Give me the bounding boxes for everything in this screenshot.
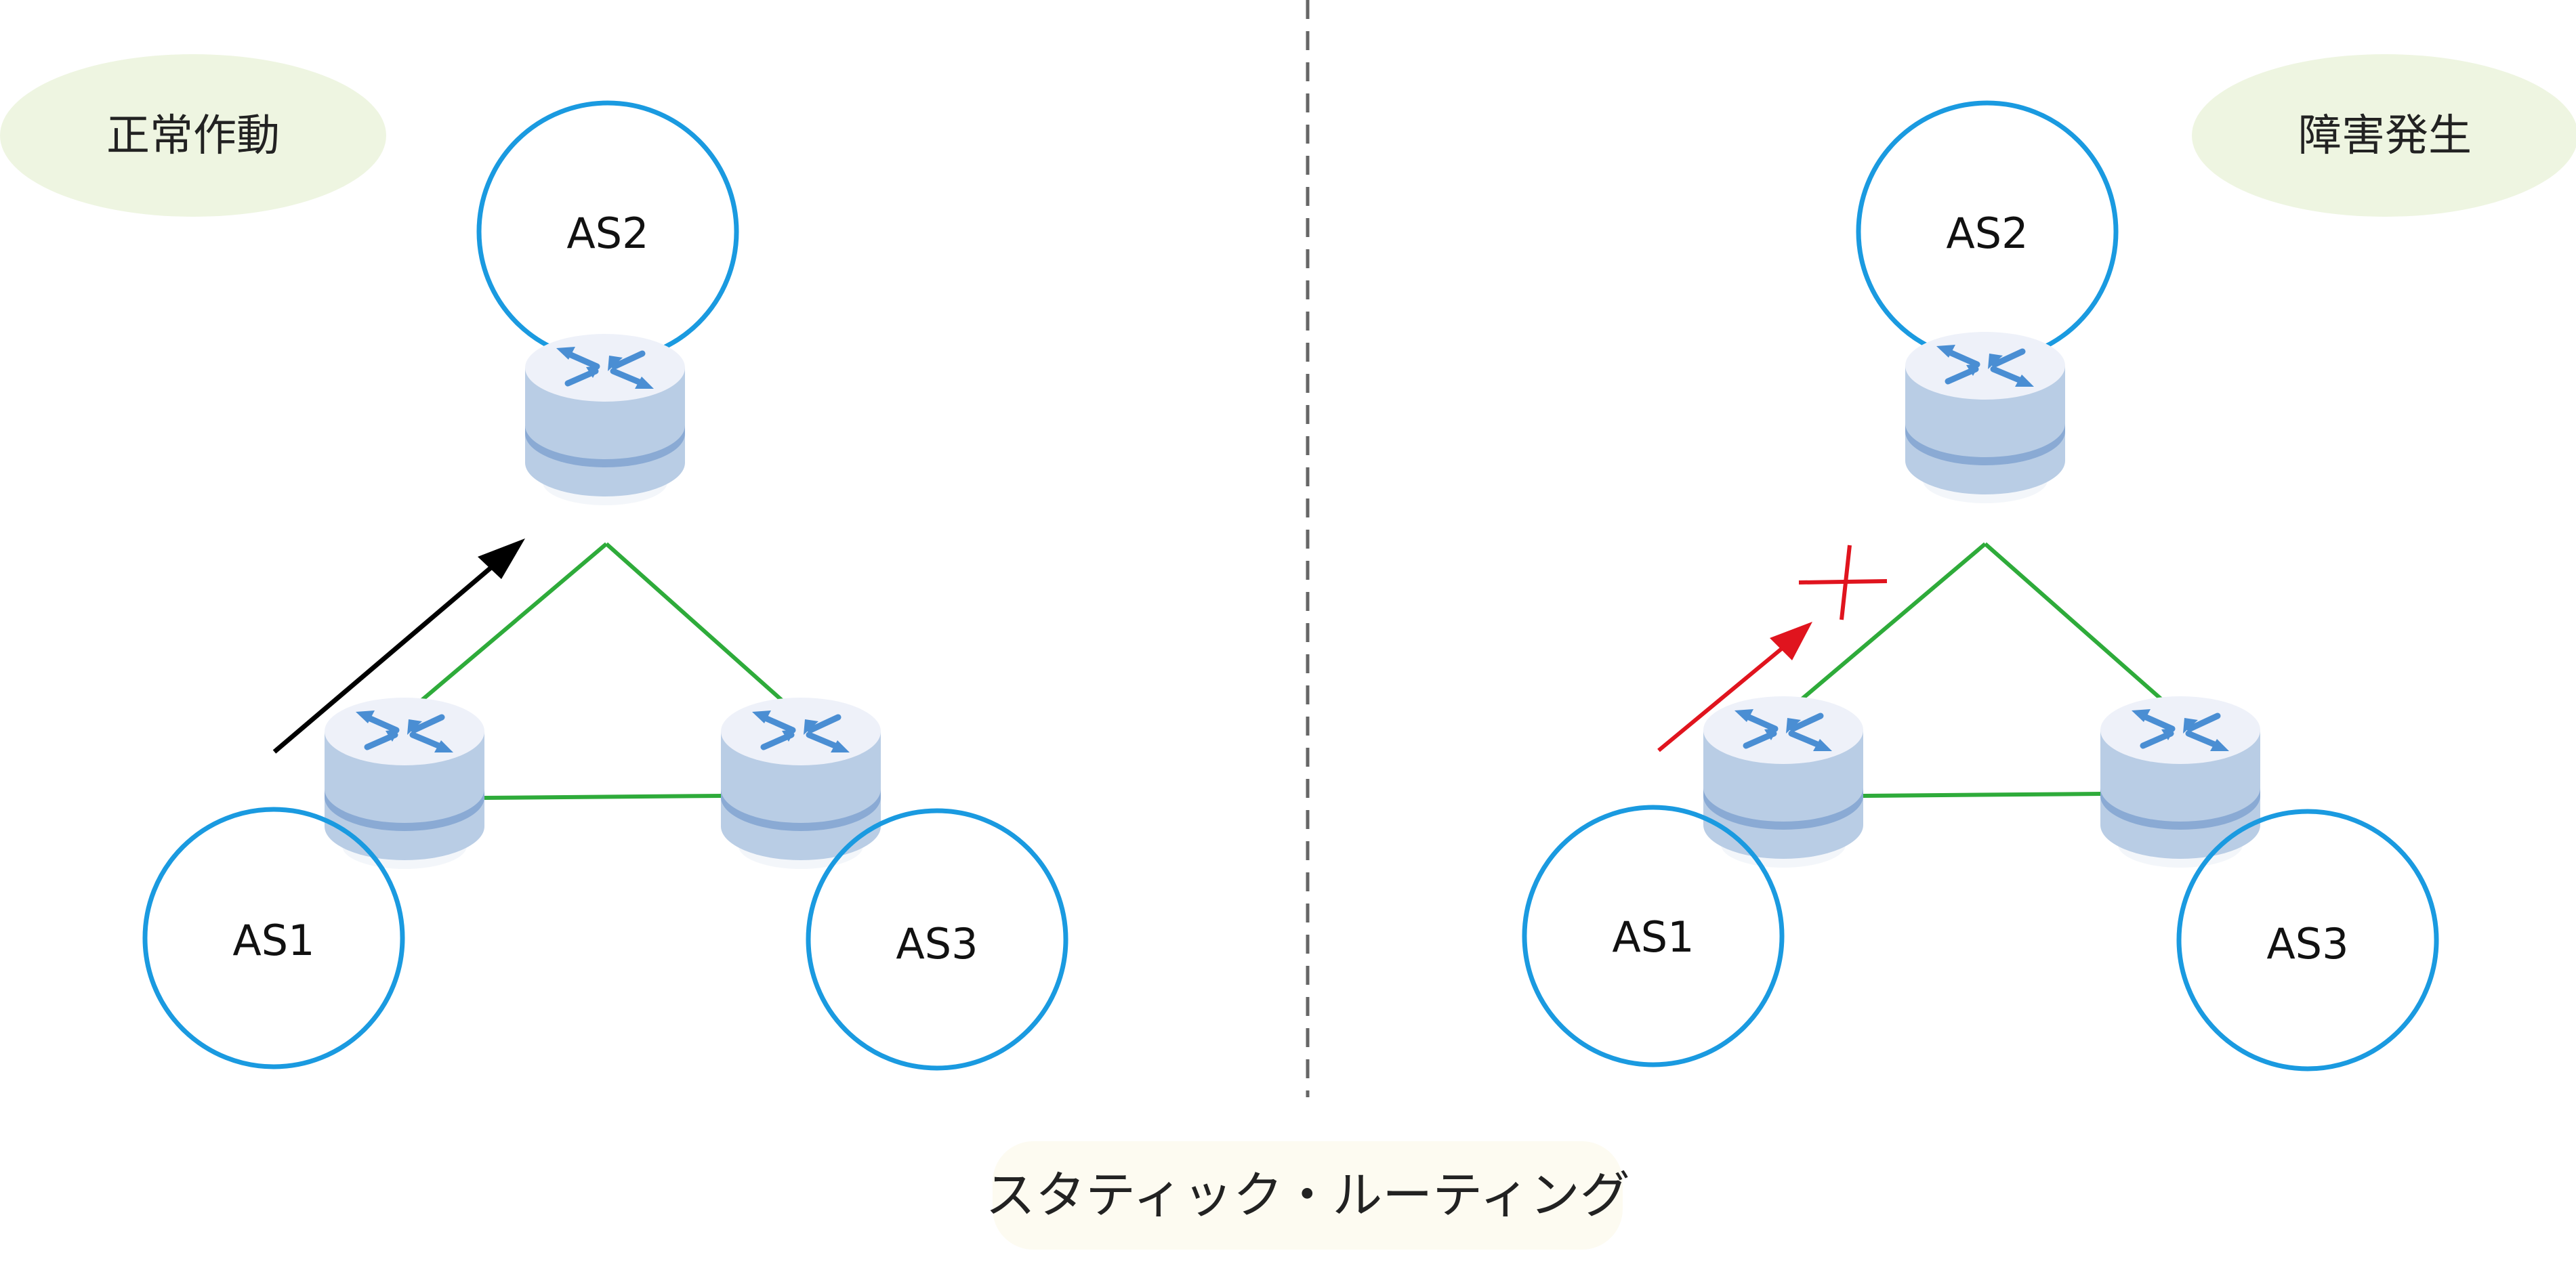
as3-label: AS3 (2266, 919, 2348, 969)
link-as2-as1 (1781, 542, 1987, 718)
router-icon (2100, 696, 2260, 868)
right-panel: 障害発生 AS2 AS1 AS3 (1522, 54, 2576, 1071)
as2-label: AS2 (566, 209, 648, 258)
left-panel: 正常作動 AS2 AS1 AS3 (0, 54, 1068, 1071)
cross-icon (1798, 545, 1888, 620)
link-as2-as3 (605, 542, 801, 718)
link-as1-as3 (482, 794, 722, 800)
link-lines (1781, 542, 2182, 798)
arrow-right-up-icon (272, 538, 525, 754)
as2-label: AS2 (1946, 209, 2028, 258)
router-icon (525, 334, 685, 505)
router-icon (1703, 696, 1863, 868)
router-icon (1905, 332, 2065, 503)
as3-label: AS3 (896, 919, 978, 969)
as1-circle (142, 807, 405, 1069)
as3-circle (2176, 809, 2439, 1071)
link-lines (402, 542, 801, 800)
failure-badge-bg (2192, 54, 2576, 217)
arrow-right-up-icon (1657, 622, 1812, 752)
failure-badge-label: 障害発生 (2298, 111, 2472, 161)
router-icon (721, 698, 881, 869)
link-as2-as3 (1984, 542, 2182, 718)
as3-circle (806, 808, 1068, 1071)
normal-badge-label: 正常作動 (106, 111, 280, 161)
as1-label: AS1 (232, 916, 314, 965)
caption-label: スタティック・ルーティング (985, 1166, 1630, 1225)
router-icon (325, 698, 484, 869)
normal-badge-bg (0, 54, 386, 217)
as1-circle (1522, 805, 1785, 1067)
link-as1-as3 (1863, 792, 2102, 798)
caption-bg (993, 1141, 1623, 1250)
as1-label: AS1 (1612, 912, 1694, 962)
link-as2-as1 (402, 542, 608, 718)
